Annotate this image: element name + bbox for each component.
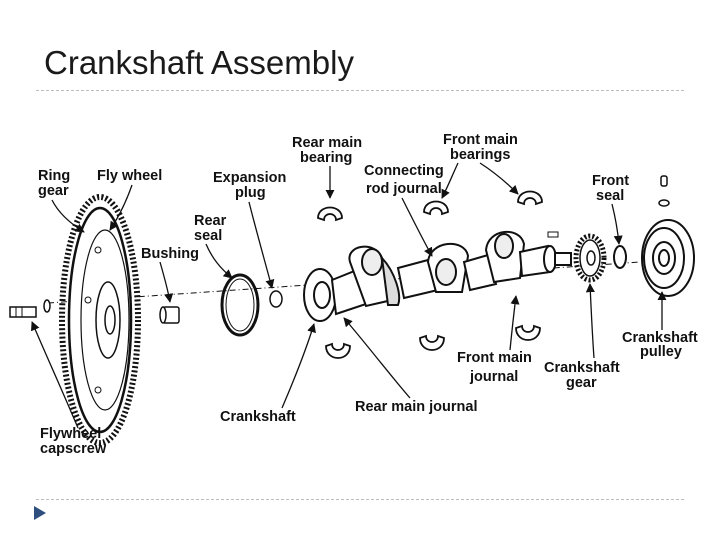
arrow-rear-seal <box>205 243 233 279</box>
label-crankshaft: Crankshaft <box>220 409 296 425</box>
arrow-crankshaft-gear <box>585 283 595 359</box>
arrow-front-main-journal <box>509 295 520 351</box>
pulley-bolt-part <box>658 175 670 207</box>
arrow-flywheel-capscrew <box>31 321 79 429</box>
label-ring-gear-line2: gear <box>38 183 69 199</box>
label-fly-wheel: Fly wheel <box>97 168 162 184</box>
label-flywheel-capscrew-line2: capscrew <box>40 441 107 457</box>
rear-seal-part <box>220 273 260 337</box>
label-connecting-rod-journal-line1: Connecting <box>364 163 444 179</box>
label-crankshaft-gear-line1: Crankshaft <box>544 360 620 376</box>
label-rear-seal-line2: seal <box>194 228 222 244</box>
arrow-bushing <box>159 261 174 303</box>
front-seal-part <box>613 245 627 269</box>
bushing-part <box>159 306 180 324</box>
arrow-fly-wheel <box>109 184 133 231</box>
flywheel-capscrew-part <box>9 299 51 318</box>
crankshaft-part <box>303 230 572 322</box>
rear-seal-inner-ring <box>225 278 255 332</box>
crankshaft-pulley-part <box>641 219 695 297</box>
label-connecting-rod-journal-line2: rod journal <box>366 181 442 197</box>
arrow-ring-gear <box>51 199 85 233</box>
label-crankshaft-gear-line2: gear <box>566 375 597 391</box>
expansion-plug-part <box>269 290 283 308</box>
label-crankshaft-pulley-line1: Crankshaft <box>622 330 698 346</box>
label-expansion-plug-line1: Expansion <box>213 170 286 186</box>
label-front-main-journal-line2: journal <box>469 369 518 385</box>
label-flywheel-capscrew-line1: Flywheel <box>40 426 101 442</box>
slide-title: Crankshaft Assembly <box>44 44 354 81</box>
crankshaft-gear-part <box>573 233 607 283</box>
flywheel-part <box>59 194 141 446</box>
arrow-expansion-plug <box>248 201 275 289</box>
gear-key-part <box>547 231 559 238</box>
label-expansion-plug-line2: plug <box>235 185 266 201</box>
label-crankshaft-pulley-line2: pulley <box>640 344 682 360</box>
front-main-bearings-part <box>419 190 543 351</box>
label-ring-gear-line1: Ring <box>38 168 70 184</box>
title-divider <box>36 90 684 91</box>
arrow-front-main-bearings-a <box>441 162 459 199</box>
arrow-front-seal <box>611 203 623 245</box>
arrow-rear-main-journal <box>343 317 411 399</box>
label-rear-seal-line1: Rear <box>194 213 227 229</box>
label-front-main-bearings-line2: bearings <box>450 147 510 163</box>
arrow-front-main-bearings-b <box>479 162 519 195</box>
label-front-main-bearings-line1: Front main <box>443 132 518 148</box>
footer-divider <box>36 499 684 500</box>
arrow-connecting-rod-journal <box>401 197 433 257</box>
label-rear-main-bearing-line1: Rear main <box>292 135 362 151</box>
label-bushing: Bushing <box>141 246 199 262</box>
label-rear-main-journal: Rear main journal <box>355 399 477 415</box>
label-rear-main-bearing-line2: bearing <box>300 150 352 166</box>
label-front-main-journal-line1: Front main <box>457 350 532 366</box>
label-front-seal-line2: seal <box>596 188 624 204</box>
label-front-seal-line1: Front <box>592 173 629 189</box>
arrow-crankshaft <box>281 323 316 409</box>
rear-main-bearing-part <box>317 206 351 359</box>
triangle-bullet-icon <box>34 506 46 520</box>
